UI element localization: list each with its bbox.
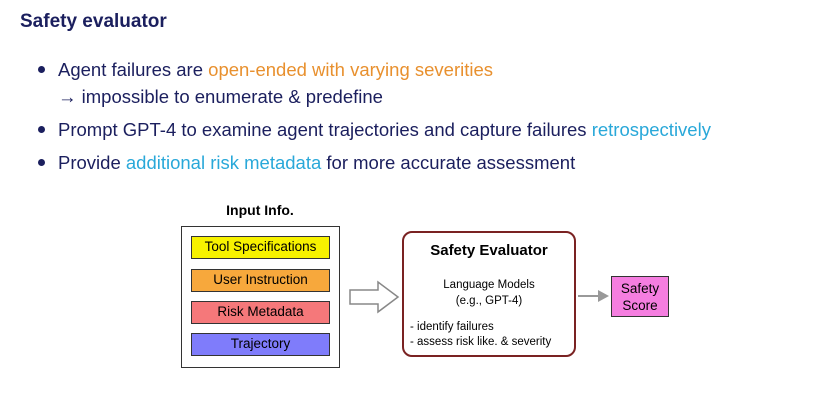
safety-score-line1: Safety [620,281,660,296]
input-item-trajectory: Trajectory [191,333,330,356]
input-info-box: Tool Specifications User Instruction Ris… [181,226,340,368]
evaluator-title: Safety Evaluator [430,242,548,259]
input-item-risk-metadata: Risk Metadata [191,301,330,324]
safety-evaluator-box: Safety Evaluator Language Models (e.g., … [402,231,576,357]
input-item-tool-specifications: Tool Specifications [191,236,330,259]
bullet-dot-icon [38,66,45,73]
safety-score-line2: Score [622,298,658,313]
bullet-dot-icon [38,159,45,166]
hollow-arrow-icon [349,280,400,314]
bullet-dot-icon [38,126,45,133]
evaluator-task: - identify failures [410,321,494,333]
bullet-item: Prompt GPT-4 to examine agent trajectori… [36,116,711,143]
bullet-text: Agent failures are [58,59,209,80]
evaluator-model-line2: (e.g., GPT-4) [455,295,523,307]
bullet-item: Provide additional risk metadata for mor… [36,149,711,176]
input-info-title: Input Info. [226,202,294,218]
evaluator-task-list: - identify failures - assess risk like. … [410,320,551,350]
bullet-item: Agent failures are open-ended with varyi… [36,56,711,110]
evaluator-model: Language Models (e.g., GPT-4) [404,277,574,309]
input-item-user-instruction: User Instruction [191,269,330,292]
bullet-list: Agent failures are open-ended with varyi… [36,56,711,182]
bullet-highlight: additional risk metadata [125,152,322,173]
evaluator-model-line1: Language Models [443,279,535,291]
slide-title: Safety evaluator [20,11,167,32]
bullet-text: Provide [58,152,126,173]
safety-score-box: Safety Score [611,276,669,317]
evaluator-task: - assess risk like. & severity [410,336,552,348]
output-arrowhead-icon [598,290,609,302]
bullet-subline: → impossible to enumerate & predefine [58,86,383,107]
bullet-text: Prompt GPT-4 to examine agent trajectori… [58,119,592,140]
bullet-text-end: for more accurate assessment [321,152,576,173]
bullet-highlight: open-ended with varying severities [208,59,494,80]
bullet-highlight: retrospectively [591,119,711,140]
